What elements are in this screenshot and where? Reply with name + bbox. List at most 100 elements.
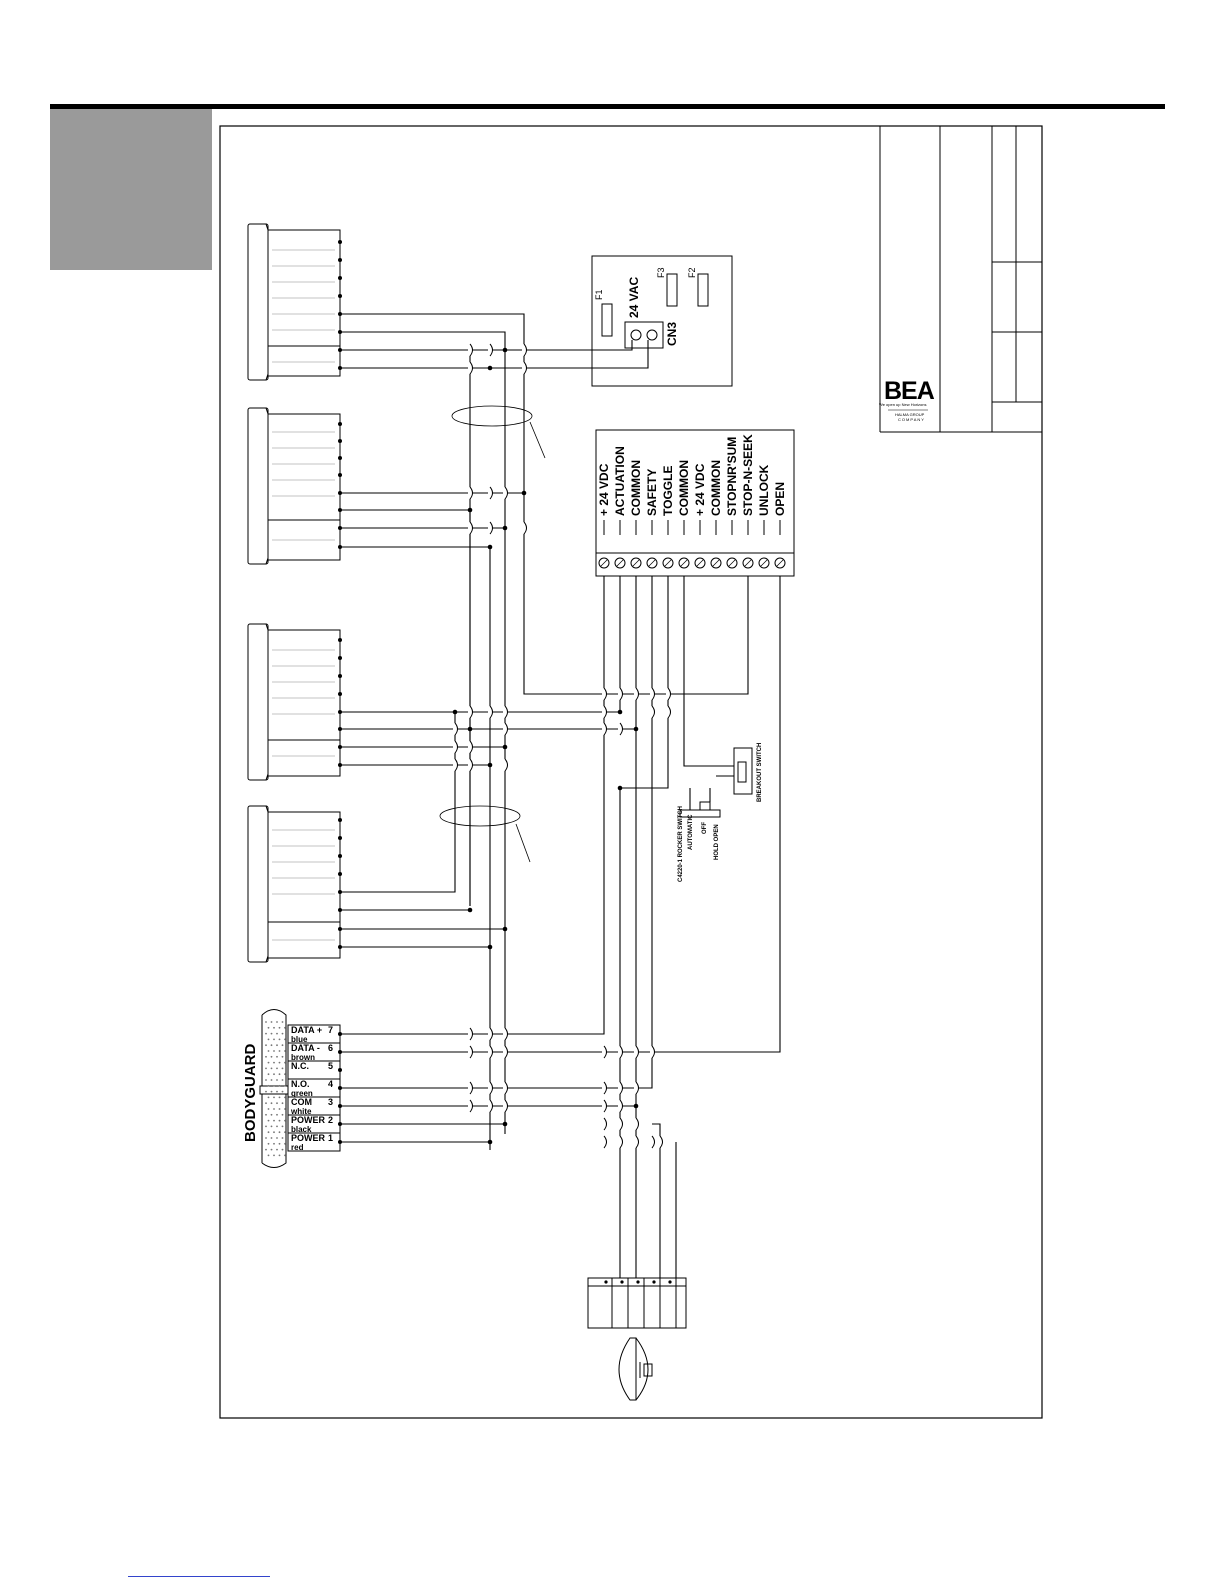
junction-3 bbox=[521, 490, 527, 496]
grille-dot bbox=[273, 1026, 275, 1029]
crossover-32 bbox=[468, 1027, 473, 1041]
junction-5 bbox=[502, 525, 508, 531]
grille-dot bbox=[284, 1050, 286, 1052]
terminal-4: SAFETY bbox=[645, 469, 659, 569]
grille-dot bbox=[281, 1055, 284, 1058]
grille-dot bbox=[270, 1032, 273, 1035]
wire-junctions bbox=[452, 347, 639, 1145]
grille-dot bbox=[276, 1125, 278, 1128]
grille-dot bbox=[276, 1079, 278, 1081]
grille-dot bbox=[278, 1038, 281, 1041]
grille-dot bbox=[265, 1079, 267, 1081]
grille-dot bbox=[273, 1050, 275, 1052]
fuse-f3-label: F3 bbox=[656, 267, 666, 278]
fuse-f2-label: F2 bbox=[687, 267, 697, 278]
grille-dot bbox=[284, 1073, 286, 1076]
crossover-19 bbox=[468, 758, 473, 772]
crossover-55 bbox=[634, 1117, 639, 1131]
crossover-3 bbox=[488, 343, 493, 357]
grille-dot bbox=[278, 1050, 281, 1052]
terminal-label-6: COMMON bbox=[677, 460, 691, 516]
crossover-53 bbox=[602, 1117, 607, 1131]
junction-19 bbox=[617, 785, 623, 791]
group-line-1: HALMA GROUP bbox=[895, 412, 925, 417]
wire-24 bbox=[683, 576, 734, 767]
cell-pin-4 bbox=[652, 1280, 656, 1284]
terminal-1: + 24 VDC bbox=[597, 463, 611, 569]
crossover-29 bbox=[618, 722, 623, 736]
crossover-57 bbox=[618, 1135, 623, 1149]
wire-crossovers bbox=[453, 343, 671, 1149]
pin-number: 4 bbox=[328, 1079, 333, 1089]
grille-dot bbox=[265, 1102, 267, 1105]
sensor-module-1 bbox=[247, 223, 342, 381]
breakout-label: BREAKOUT SWITCH bbox=[757, 743, 763, 802]
crossover-12 bbox=[453, 722, 458, 736]
pin-color: red bbox=[291, 1143, 304, 1152]
page-link-underline[interactable] bbox=[128, 1576, 270, 1577]
crossover-16 bbox=[488, 705, 493, 719]
crossover-35 bbox=[468, 1045, 473, 1059]
grille-dot bbox=[267, 1119, 270, 1122]
sensor-module-3 bbox=[247, 623, 342, 781]
grille-dot bbox=[284, 1131, 286, 1134]
grille-dot bbox=[273, 1084, 275, 1087]
terminal-2: ACTUATION bbox=[613, 446, 627, 569]
grille-dot bbox=[270, 1148, 273, 1151]
junction-7 bbox=[452, 709, 458, 715]
crossover-21 bbox=[503, 758, 508, 772]
grille-dot bbox=[267, 1154, 270, 1157]
breakout-switch: BREAKOUT SWITCH bbox=[733, 743, 763, 802]
bodyguard-title: BODYGUARD bbox=[242, 1043, 259, 1142]
grille-dot bbox=[276, 1032, 278, 1035]
fuse-f1-label: F1 bbox=[594, 289, 604, 300]
wire-4 bbox=[340, 340, 649, 369]
crossover-24 bbox=[634, 687, 639, 701]
title-block: BEA We open up New Horizons HALMA GROUP … bbox=[879, 126, 1042, 433]
crossover-41 bbox=[650, 1045, 655, 1059]
pin-number: 1 bbox=[328, 1133, 333, 1143]
crossover-58 bbox=[634, 1135, 639, 1149]
grille-dot bbox=[284, 1038, 286, 1041]
grille-dot bbox=[281, 1102, 284, 1105]
wire-1 bbox=[340, 313, 749, 695]
grille-dot bbox=[284, 1084, 286, 1087]
crossover-30 bbox=[650, 705, 655, 719]
vac-label: 24 VAC bbox=[627, 277, 641, 318]
crossover-28 bbox=[602, 722, 607, 736]
pin-name: N.C. bbox=[291, 1061, 309, 1071]
crossover-1 bbox=[468, 343, 473, 357]
grille-dot bbox=[265, 1148, 267, 1151]
crossover-33 bbox=[488, 1027, 493, 1041]
grille-dot bbox=[270, 1102, 273, 1105]
crossover-51 bbox=[602, 1099, 607, 1113]
grille-dot bbox=[265, 1032, 267, 1035]
wire-2 bbox=[340, 331, 506, 1134]
wire-18 bbox=[340, 576, 781, 1053]
terminal-8: COMMON bbox=[709, 460, 723, 569]
grille-dot bbox=[278, 1119, 281, 1122]
terminal-11: UNLOCK bbox=[757, 464, 771, 569]
crossover-39 bbox=[618, 1045, 623, 1059]
pin-number: 2 bbox=[328, 1115, 333, 1125]
junction-15 bbox=[487, 944, 493, 950]
hold-open-label: HOLD OPEN bbox=[714, 824, 720, 860]
junction-6 bbox=[487, 544, 493, 550]
crossover-4 bbox=[522, 343, 527, 357]
pin-number: 5 bbox=[328, 1061, 333, 1071]
rocker-label: C4220-1 ROCKER SWITCH bbox=[678, 806, 684, 882]
crossover-6 bbox=[468, 486, 473, 500]
grille-dot bbox=[270, 1090, 273, 1093]
grille-dot bbox=[265, 1090, 267, 1093]
junction-11 bbox=[502, 744, 508, 750]
grille-dot bbox=[284, 1142, 286, 1145]
bea-logo-text: BEA bbox=[884, 377, 935, 405]
crossover-13 bbox=[453, 740, 458, 754]
junction-17 bbox=[502, 1121, 508, 1127]
crossover-2 bbox=[468, 361, 473, 375]
crossover-52 bbox=[618, 1099, 623, 1113]
crossover-54 bbox=[618, 1117, 623, 1131]
